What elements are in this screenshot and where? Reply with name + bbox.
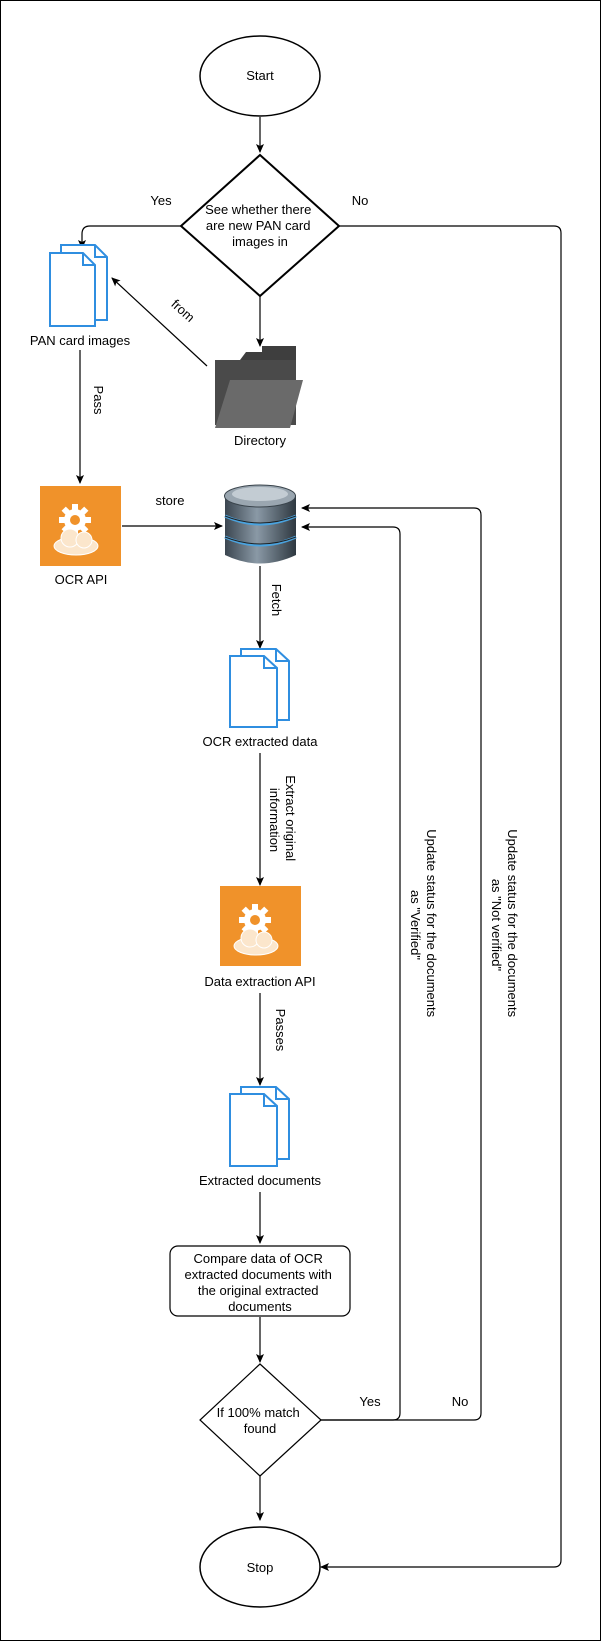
- edge-directory-pan: [111, 277, 208, 367]
- pan-card-images-label: PAN card images: [30, 333, 131, 348]
- gear-cloud-icon: [220, 886, 301, 966]
- edges: [76, 117, 562, 1571]
- compare-step: [169, 1245, 351, 1317]
- ocr-extracted-data-label: OCR extracted data: [203, 734, 319, 749]
- edge-label-no-bottom: No: [452, 1394, 469, 1409]
- compare-step-label: Compare data of OCR extracted documents …: [184, 1251, 335, 1314]
- directory-label: Directory: [234, 433, 287, 448]
- start-label: Start: [246, 68, 274, 83]
- edge-label-passes: Passes: [273, 1009, 288, 1052]
- decision-match: [199, 1363, 322, 1477]
- decision-new-images-label: See whether there are new PAN card image…: [205, 202, 315, 249]
- edge-label-fetch: Fetch: [269, 584, 284, 617]
- edge-label-no-top: No: [352, 193, 369, 208]
- edge-label-from: from: [168, 296, 197, 325]
- edge-label-store: store: [156, 493, 185, 508]
- edge-yes-pan-images: [78, 225, 181, 249]
- ocr-api-label: OCR API: [55, 572, 108, 587]
- gear-cloud-icon: [40, 486, 121, 566]
- edge-label-yes-top: Yes: [150, 193, 172, 208]
- decision-match-label: If 100% match found: [217, 1405, 304, 1436]
- database-icon: [224, 484, 297, 564]
- edge-label-yes-bottom: Yes: [359, 1394, 381, 1409]
- documents-icon: [229, 648, 290, 728]
- edge-label-update-verified: Update status for the documents as "Veri…: [408, 829, 439, 1021]
- stop-node: [199, 1526, 321, 1608]
- extracted-documents-label: Extracted documents: [199, 1173, 322, 1188]
- edge-label-pass: Pass: [91, 386, 106, 415]
- edge-no-stop: [320, 225, 562, 1571]
- edge-no-not-verified: [301, 504, 482, 1421]
- edge-label-extract-original: Extract original information: [267, 775, 298, 865]
- data-extraction-api-label: Data extraction API: [204, 974, 315, 989]
- stop-label: Stop: [247, 1560, 274, 1575]
- start-node: [199, 35, 321, 117]
- decision-new-images: [179, 153, 341, 298]
- documents-icon: [229, 1086, 290, 1167]
- documents-icon: [49, 244, 108, 327]
- edge-label-update-not-verified: Update status for the documents as "Not …: [489, 829, 520, 1021]
- folder-icon: [215, 346, 303, 428]
